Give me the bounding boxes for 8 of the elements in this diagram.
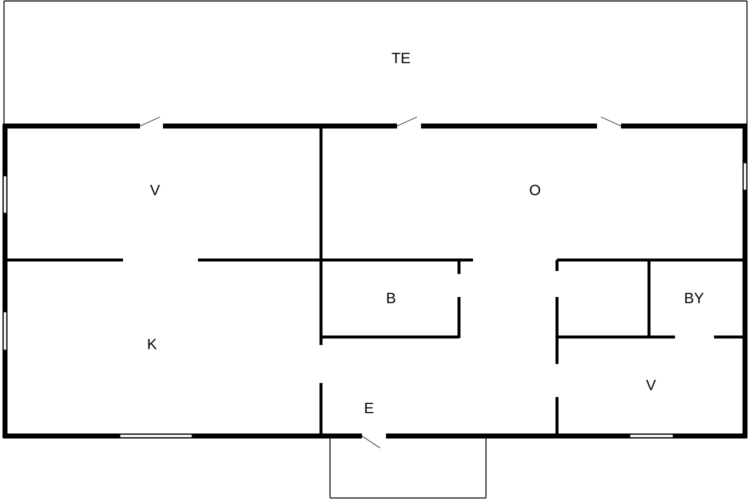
room-label: V <box>646 380 656 390</box>
room-label: E <box>365 402 374 414</box>
room-label: V <box>150 184 160 196</box>
room-label: B <box>387 292 396 304</box>
room-label: O <box>530 184 540 196</box>
room-label: TE <box>392 52 410 64</box>
room-label: BY <box>685 292 704 304</box>
room-label: K <box>148 338 157 350</box>
